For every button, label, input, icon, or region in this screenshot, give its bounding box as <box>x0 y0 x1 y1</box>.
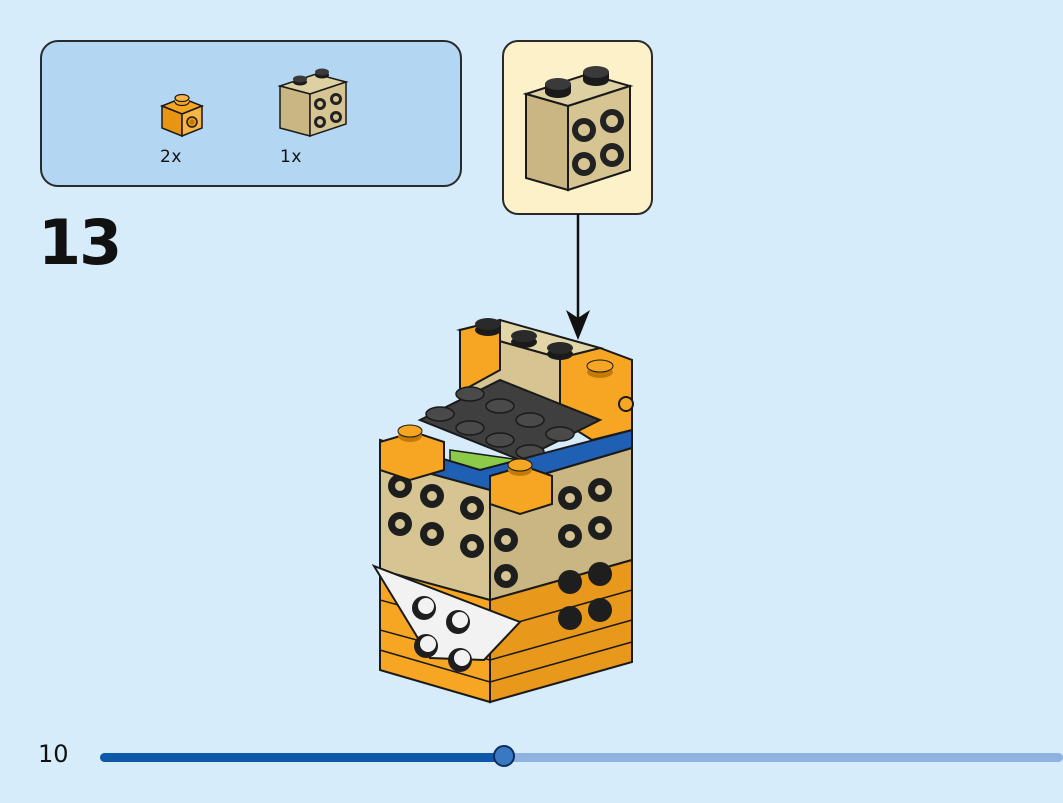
page-number: 10 <box>38 740 69 768</box>
parts-list-panel: 2x 1x <box>40 40 462 187</box>
progress-bar-handle[interactable] <box>493 745 516 767</box>
part-quantity-orange: 2x <box>160 147 182 167</box>
orange-brick-part-icon <box>158 92 206 140</box>
placement-arrow-icon <box>566 214 590 340</box>
callout-new-piece <box>502 40 653 215</box>
tan-brick-part-icon <box>276 62 350 140</box>
part-quantity-tan: 1x <box>280 147 302 167</box>
step-number: 13 <box>38 206 122 279</box>
model-assembly-illustration <box>371 318 634 704</box>
tan-brick-callout-icon <box>522 66 634 192</box>
progress-bar <box>100 745 1063 767</box>
progress-bar-fill <box>100 753 505 762</box>
